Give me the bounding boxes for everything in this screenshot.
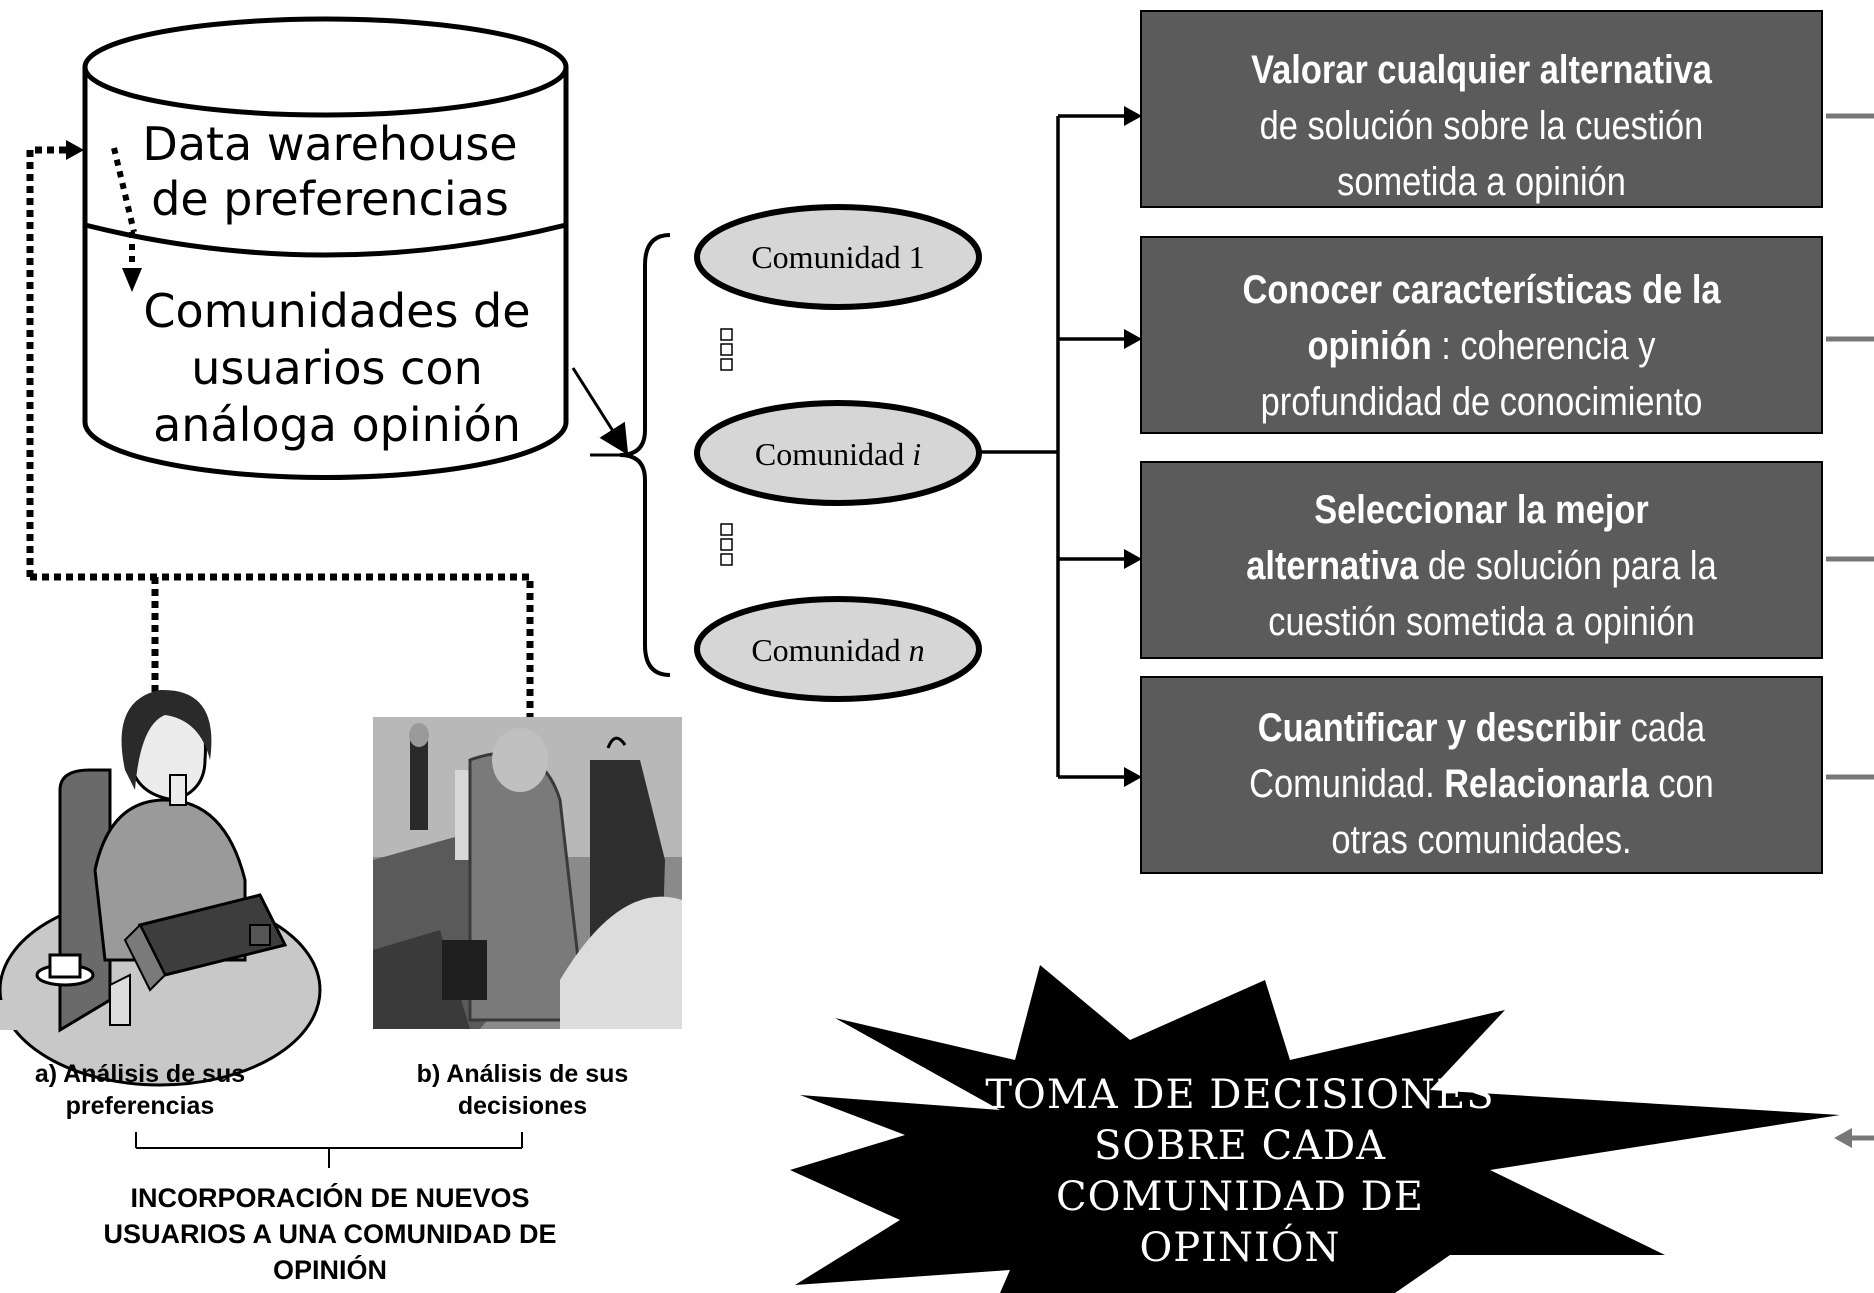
dotted-feedback-arrowhead: [66, 140, 84, 160]
objective-1-normal: de solución sobre la cuestión sometida a…: [1259, 104, 1704, 204]
connector-tree: [980, 114, 1130, 779]
dotted-arrowhead-down: [122, 268, 142, 292]
objective-4-normal1: cada Comunidad.: [1249, 706, 1706, 806]
warehouse-line2: de preferencias: [151, 172, 509, 226]
ellipsis-squares-lower: [720, 523, 733, 566]
objective-box-1: [1140, 10, 1823, 208]
dotted-arrow-down: [111, 147, 137, 233]
community-n: Comunidad n: [694, 596, 982, 702]
objective-4-bold1: Cuantificar y describir: [1257, 706, 1622, 750]
arrowhead-1: [1124, 106, 1142, 126]
svg-text:Comunidad i: Comunidad i: [755, 436, 921, 472]
dotted-feedback-line: [26, 146, 70, 577]
community-n-prefix: Comunidad: [751, 632, 900, 668]
objective-3-bold: Seleccionar la mejor alternativa: [1246, 488, 1649, 588]
arrowhead-3: [1124, 549, 1142, 569]
arrowhead-4: [1124, 767, 1142, 787]
objective-3-normal: de solución para la cuestión sometida a …: [1268, 544, 1717, 644]
community-1-prefix: Comunidad: [751, 239, 900, 275]
decision-burst: [790, 965, 1840, 1293]
burst-line2: sobre cada: [1093, 1123, 1387, 1169]
objective-box-4: [1140, 676, 1823, 874]
arrowhead-2: [1124, 329, 1142, 349]
dotted-horizontal-line: [30, 573, 534, 718]
objective-4-normal2: con otras comunidades.: [1331, 762, 1714, 862]
burst-text: Toma de decisiones sobre cada comunidad …: [960, 1070, 1520, 1274]
incorporation-line1: INCORPORACIÓN DE NUEVOS: [130, 1183, 530, 1213]
svg-text:Comunidad 1: Comunidad 1: [751, 239, 924, 275]
incorporation-line3: OPINIÓN: [272, 1255, 387, 1285]
burst-line4: opinión: [1139, 1225, 1341, 1271]
curly-brace: [619, 233, 671, 677]
incorporation-line2: USUARIOS A UNA COMUNIDAD DE: [103, 1219, 557, 1249]
objective-2-normal: : coherencia y profundidad de conocimien…: [1260, 324, 1703, 424]
caption-left: a) Análisis de sus preferencias: [10, 1058, 270, 1122]
community-i-suffix: i: [912, 436, 921, 472]
objective-1-text: Valorar cualquier alternativa de solució…: [1189, 42, 1775, 210]
community-1: Comunidad 1: [694, 204, 982, 310]
caption-left-line1: a) Análisis de sus: [34, 1060, 246, 1088]
objective-4-text: Cuantificar y describir cada Comunidad. …: [1189, 700, 1775, 868]
arrow-to-communities: [571, 367, 629, 456]
ellipsis-squares-upper: [720, 328, 733, 371]
objective-box-3: [1140, 461, 1823, 659]
burst-line3: comunidad de: [1056, 1174, 1424, 1220]
woman-laptop-illustration: [0, 689, 322, 1087]
captions-bracket: [135, 1132, 523, 1168]
community-n-suffix: n: [909, 632, 925, 668]
caption-left-line2: preferencias: [65, 1092, 215, 1120]
caption-right-line2: decisiones: [457, 1092, 588, 1120]
shopping-collage-illustration: [373, 717, 682, 1029]
database-cylinder: Data warehouse de preferencias Comunidad…: [82, 16, 569, 480]
objective-2-bold: Conocer características de la opinión: [1242, 268, 1721, 368]
burst-line1: Toma de decisiones: [985, 1072, 1495, 1118]
community-i-prefix: Comunidad: [755, 436, 904, 472]
caption-right-line1: b) Análisis de sus: [416, 1060, 629, 1088]
cylinder-divider: [84, 222, 567, 258]
communities-db-line1: Comunidades de: [143, 284, 530, 338]
community-i: Comunidad i: [694, 400, 982, 506]
warehouse-line1: Data warehouse: [142, 117, 517, 171]
objective-1-bold: Valorar cualquier alternativa: [1251, 48, 1712, 92]
community-1-suffix: 1: [909, 239, 925, 275]
caption-right: b) Análisis de sus decisiones: [400, 1058, 645, 1122]
svg-text:Comunidad n: Comunidad n: [751, 632, 924, 668]
objective-3-text: Seleccionar la mejor alternativa de solu…: [1189, 482, 1775, 650]
objective-4-bold2: Relacionarla: [1444, 762, 1649, 806]
communities-db-line3: análoga opinión: [153, 398, 521, 452]
objective-box-2: [1140, 236, 1823, 434]
right-edge-stubs: [1826, 113, 1874, 1141]
incorporation-caption: INCORPORACIÓN DE NUEVOS USUARIOS A UNA C…: [30, 1180, 630, 1288]
objective-2-text: Conocer características de la opinión : …: [1189, 262, 1775, 430]
communities-db-line2: usuarios con: [191, 341, 482, 395]
incoming-arrowhead: [1834, 1128, 1852, 1148]
